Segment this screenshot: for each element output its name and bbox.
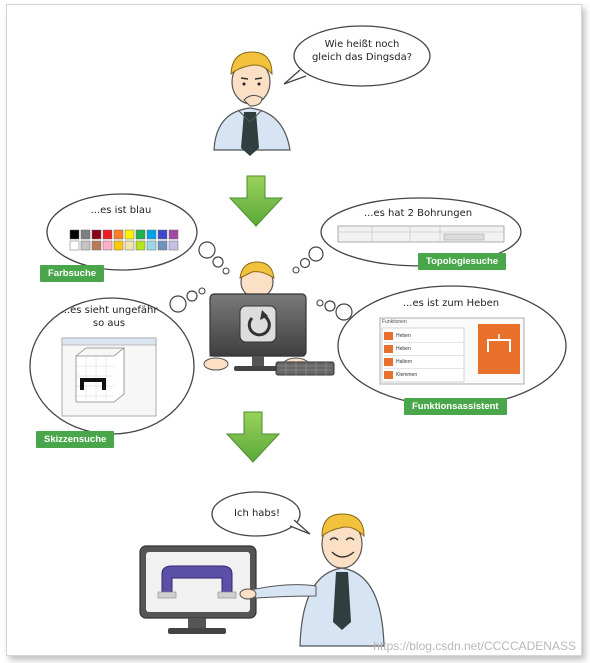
color-swatch <box>91 229 102 240</box>
color-swatch <box>146 240 157 251</box>
color-swatch <box>113 229 124 240</box>
color-swatch <box>146 229 157 240</box>
function-item-label: Klemmen <box>396 372 418 378</box>
function-list-item: Haltern <box>384 356 464 369</box>
top-speech-bubble <box>283 25 431 87</box>
color-swatch <box>168 229 179 240</box>
center-monitor <box>209 293 307 371</box>
color-swatch <box>135 229 146 240</box>
color-swatch <box>124 229 135 240</box>
down-arrow-2 <box>225 411 281 463</box>
function-thought-text: ...es ist zum Heben <box>402 298 500 309</box>
color-swatch <box>113 240 124 251</box>
color-swatch <box>102 240 113 251</box>
function-item-label: Heben <box>396 346 411 352</box>
keyboard <box>275 361 335 376</box>
function-list-item: Klemmen <box>384 369 464 382</box>
color-thought-text: ...es ist blau <box>90 205 152 216</box>
watermark-text: https://blog.csdn.net/CCCCADENASS <box>373 639 576 653</box>
color-swatch <box>124 240 135 251</box>
color-swatch <box>80 229 91 240</box>
function-item-icon <box>384 358 393 366</box>
function-list-item: Heben <box>384 343 464 356</box>
color-swatch <box>102 229 113 240</box>
down-arrow-1 <box>228 175 284 227</box>
function-list-item: Heben <box>384 330 464 343</box>
function-item-label: Haltern <box>396 359 413 365</box>
final-speech-text: Ich habs! <box>234 508 280 519</box>
function-item-icon <box>384 332 393 340</box>
function-item-icon <box>384 371 393 379</box>
color-swatch <box>135 240 146 251</box>
color-swatch <box>69 240 80 251</box>
color-swatch <box>157 229 168 240</box>
color-swatch <box>80 240 91 251</box>
function-item-icon <box>384 345 393 353</box>
final-speech-bubble <box>211 491 311 537</box>
color-swatch <box>91 240 102 251</box>
color-swatch <box>168 240 179 251</box>
thinking-person <box>213 51 291 156</box>
sketch-thought-text: ...es sieht ungefähr so aus <box>60 305 158 329</box>
topology-thought-text: ...es hat 2 Bohrungen <box>363 208 473 219</box>
color-swatch <box>157 240 168 251</box>
color-palette <box>69 229 179 251</box>
tag-sketch-search: Skizzensuche <box>36 431 115 448</box>
topology-search-bubble <box>292 197 522 274</box>
color-swatch <box>69 229 80 240</box>
tag-function-assistant: Funktionsassistent <box>404 398 507 415</box>
function-item-label: Heben <box>396 333 411 339</box>
function-panel-header: Funktionen <box>382 319 407 325</box>
tag-topology-search: Topologiesuche <box>418 253 507 270</box>
function-assistant-bubble <box>316 285 567 407</box>
tag-color-search: Farbsuche <box>40 265 105 282</box>
top-thought-text: Wie heißt noch gleich das Dingsda? <box>311 39 413 63</box>
final-monitor <box>139 545 257 634</box>
happy-person <box>239 513 385 647</box>
sketch-search-bubble <box>29 287 206 435</box>
